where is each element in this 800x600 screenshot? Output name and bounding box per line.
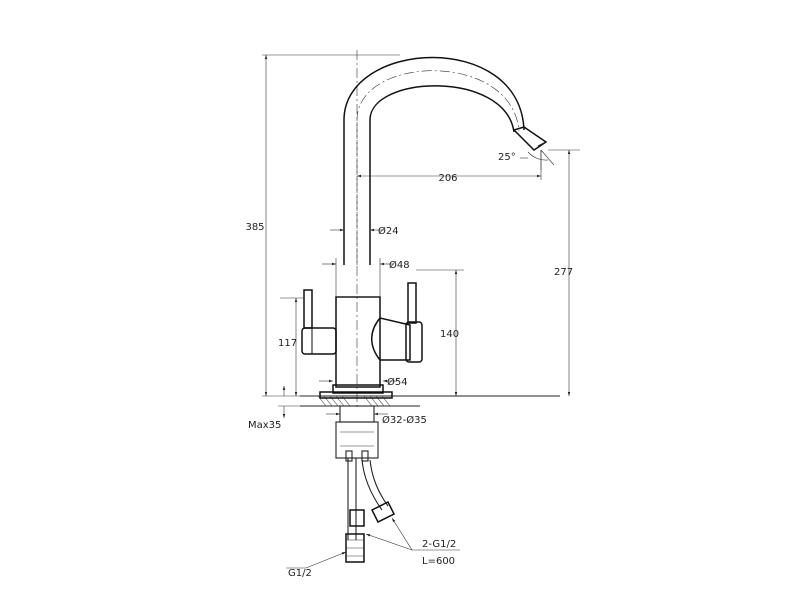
dim-spout-height: 277 (548, 149, 580, 396)
callout-inlet-thread-label: G1/2 (288, 568, 312, 579)
left-handle (301, 289, 337, 355)
dim-spout-diameter: Ø24 (330, 225, 399, 237)
dim-hole-diameter: Ø32-Ø35 (326, 412, 427, 426)
callout-hose-connection: 2-G1/2 L=600 (365, 517, 460, 567)
dim-spout-reach-label: 206 (438, 173, 457, 184)
dim-spout-diameter-label: Ø24 (378, 225, 399, 237)
dim-right-handle-height: 140 (416, 269, 464, 396)
dim-max-deck: Max35 (248, 386, 300, 431)
dim-left-handle-height-label: 117 (278, 338, 297, 349)
deck (300, 391, 560, 407)
spout (343, 56, 548, 265)
dim-spout-angle-label: 25° (498, 152, 516, 163)
mounting-shank (335, 405, 379, 462)
callout-inlet-thread: G1/2 (286, 551, 347, 579)
dim-left-handle-height: 117 (278, 297, 304, 396)
faucet-body (332, 296, 384, 394)
dim-spout-angle: 25° (498, 149, 555, 170)
dim-max-deck-label: Max35 (248, 420, 281, 431)
hoses (345, 458, 396, 563)
dim-right-handle-height-label: 140 (440, 329, 459, 340)
dim-total-height: 385 (245, 54, 400, 397)
dim-spout-height-label: 277 (554, 267, 573, 278)
dim-base-diameter-label: Ø54 (387, 376, 408, 388)
dim-base-diameter: Ø54 (319, 376, 408, 388)
dim-total-height-label: 385 (245, 222, 264, 233)
dim-body-diameter: Ø48 (322, 258, 410, 297)
right-handle (371, 282, 423, 363)
dim-hole-diameter-label: Ø32-Ø35 (382, 414, 427, 426)
dim-body-diameter-label: Ø48 (389, 259, 410, 271)
callout-hose-connection-label: 2-G1/2 (422, 539, 456, 550)
callout-hose-length-label: L=600 (422, 556, 455, 567)
